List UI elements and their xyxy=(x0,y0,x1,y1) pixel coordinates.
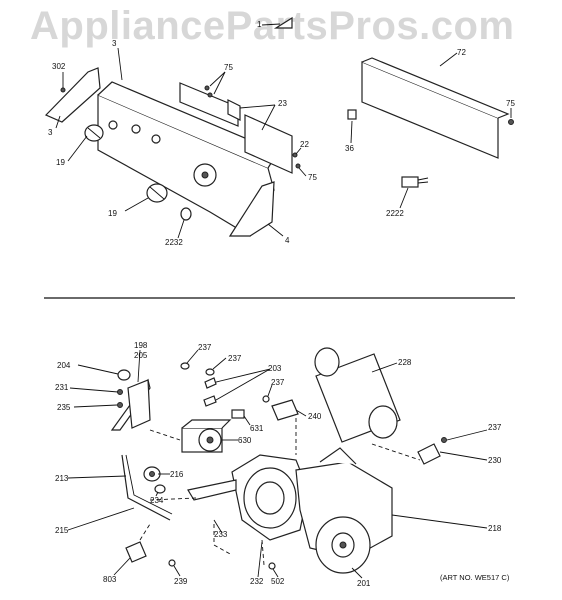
callout-3: 3 xyxy=(112,39,117,48)
end-cap-left xyxy=(44,67,101,123)
control-panel xyxy=(97,81,279,237)
callout-72: 72 xyxy=(457,48,466,57)
motor-bracket xyxy=(110,378,151,431)
callout-75: 75 xyxy=(224,63,233,72)
harness-connector xyxy=(401,176,429,188)
callout-218: 218 xyxy=(488,524,502,533)
assembly-lines xyxy=(139,418,421,566)
screw xyxy=(295,163,301,169)
callout-239: 239 xyxy=(174,577,188,586)
callout-502: 502 xyxy=(271,577,285,586)
screw-239 xyxy=(168,559,176,567)
callout-302: 302 xyxy=(52,62,66,71)
callout-216: 216 xyxy=(170,470,184,479)
callout-234: 234 xyxy=(150,496,164,505)
idler-assembly xyxy=(121,454,173,521)
blower-wheel xyxy=(315,516,371,574)
callout-75: 75 xyxy=(308,173,317,182)
callout-1: 1 xyxy=(257,20,262,29)
callout-19: 19 xyxy=(56,158,65,167)
callout-75: 75 xyxy=(506,99,515,108)
callout-36: 36 xyxy=(345,144,354,153)
callout-231: 231 xyxy=(55,383,69,392)
screw xyxy=(60,87,66,93)
screw-502 xyxy=(268,562,276,570)
screws xyxy=(180,362,447,443)
callout-228: 228 xyxy=(398,358,412,367)
filter-tab xyxy=(273,16,293,29)
callout-232: 232 xyxy=(250,577,264,586)
switch-803 xyxy=(125,541,147,563)
exhaust-duct xyxy=(314,347,401,443)
screw xyxy=(508,119,514,125)
upper-callout-labels: 1 3 302 3 19 19 2232 4 75 23 22 75 72 75… xyxy=(48,20,515,247)
callout-631: 631 xyxy=(250,424,264,433)
callout-803: 803 xyxy=(103,575,117,584)
watermark: AppliancePartsPros.com xyxy=(30,4,515,48)
art-number: (ART NO. WE517 C) xyxy=(440,573,510,582)
callout-215: 215 xyxy=(55,526,69,535)
callout-237: 237 xyxy=(271,378,285,387)
callout-2232: 2232 xyxy=(165,238,183,247)
rear-panel xyxy=(361,57,510,159)
upper-leaders xyxy=(55,23,512,239)
callout-237: 237 xyxy=(198,343,212,352)
callout-3: 3 xyxy=(48,128,53,137)
callout-19: 19 xyxy=(108,209,117,218)
thermistor xyxy=(417,443,441,465)
callout-237: 237 xyxy=(488,423,502,432)
pulley-assembly xyxy=(117,369,131,408)
callout-201: 201 xyxy=(357,579,371,588)
blower-housing xyxy=(187,454,309,541)
callout-240: 240 xyxy=(308,412,322,421)
callout-22: 22 xyxy=(300,140,309,149)
callout-204: 204 xyxy=(57,361,71,370)
timer-knob xyxy=(84,124,104,142)
callout-2222: 2222 xyxy=(386,209,404,218)
callout-203: 203 xyxy=(268,364,282,373)
push-button xyxy=(180,207,192,221)
thermostat xyxy=(271,399,299,421)
callout-630: 630 xyxy=(238,436,252,445)
callout-4: 4 xyxy=(285,236,290,245)
callout-213: 213 xyxy=(55,474,69,483)
screw xyxy=(204,85,210,91)
light-socket xyxy=(347,109,357,120)
callout-205: 205 xyxy=(134,351,148,360)
lower-leaders xyxy=(67,349,488,579)
callout-230: 230 xyxy=(488,456,502,465)
callout-198: 198 xyxy=(134,341,148,350)
screw xyxy=(207,92,213,98)
callout-233: 233 xyxy=(214,530,228,539)
lower-callout-labels: 198 205 204 231 235 237 237 203 237 228 … xyxy=(55,341,502,588)
callout-235: 235 xyxy=(57,403,71,412)
callout-237: 237 xyxy=(228,354,242,363)
callout-23: 23 xyxy=(278,99,287,108)
thermal-fuse xyxy=(231,409,245,419)
motor xyxy=(181,419,232,453)
selector-knob xyxy=(146,183,168,203)
control-board xyxy=(179,82,293,174)
end-cap-right xyxy=(228,181,275,237)
